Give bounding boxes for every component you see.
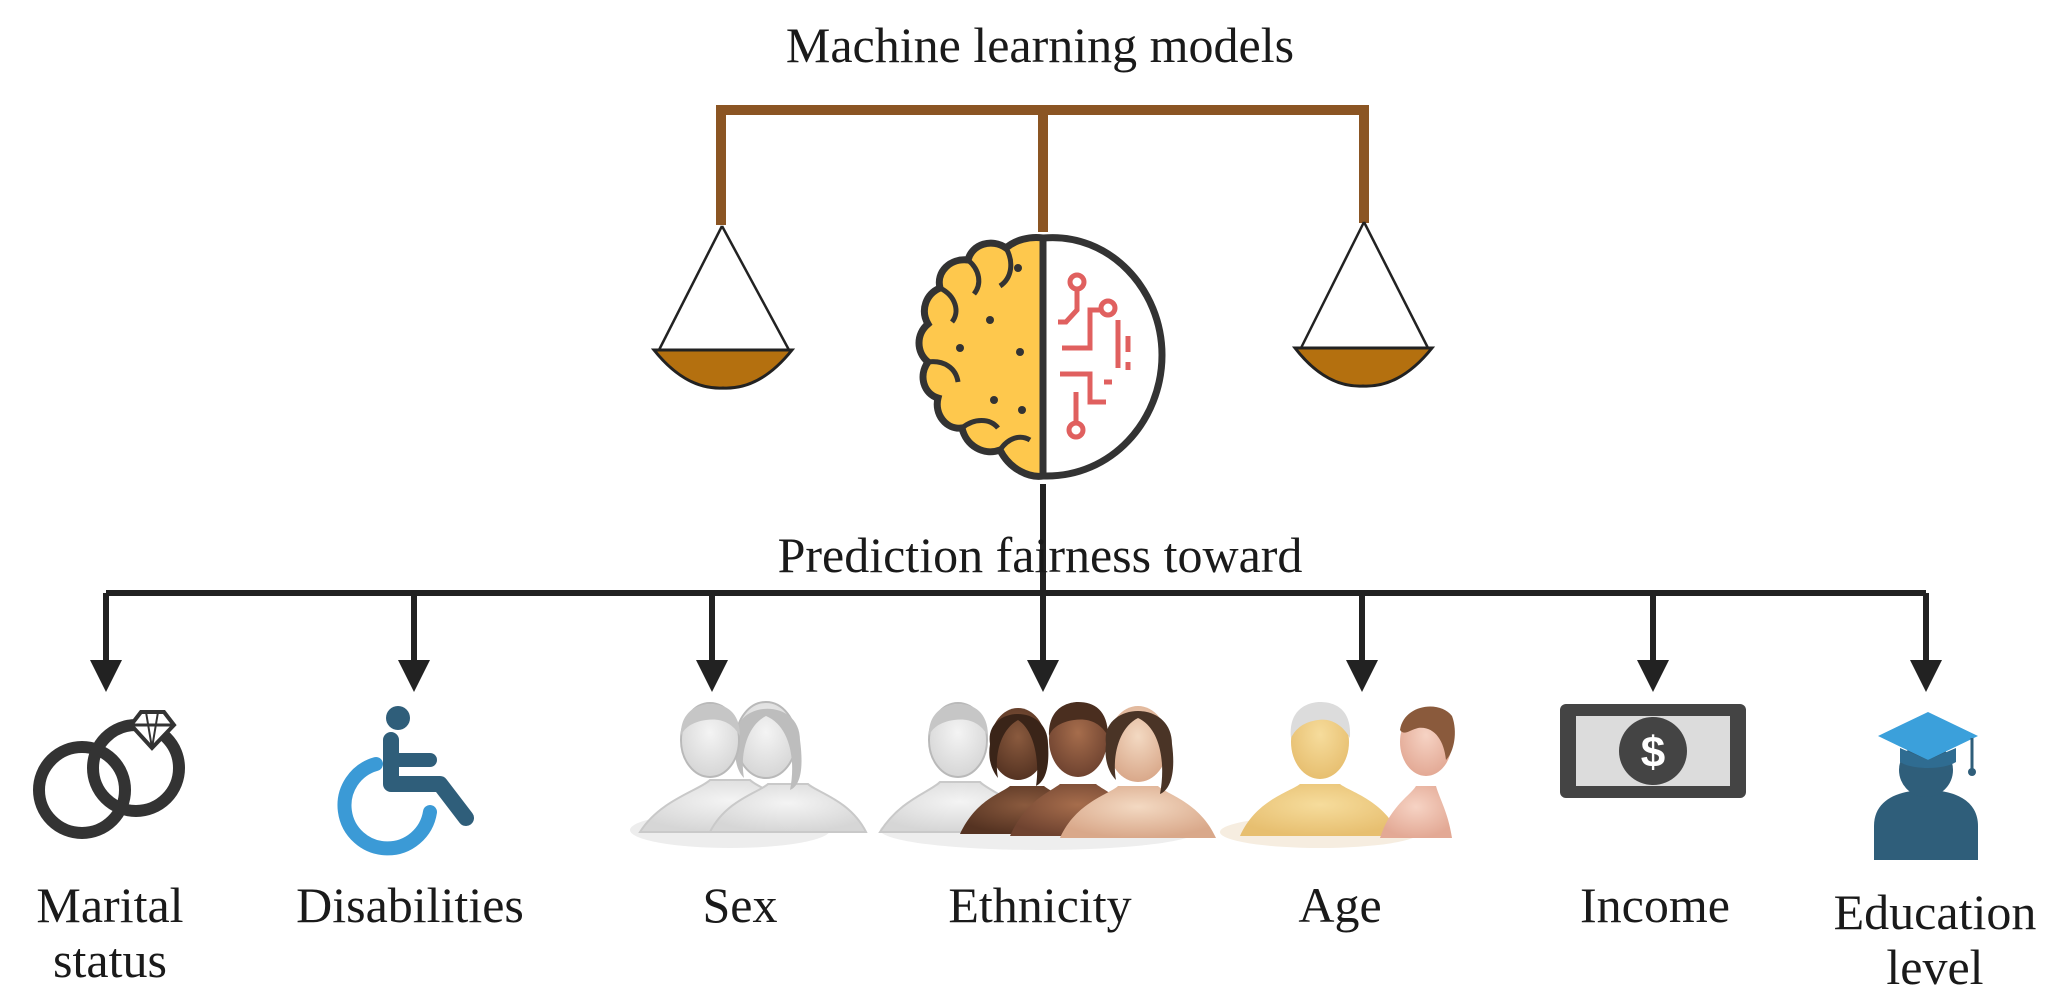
arrow-head-education: [1910, 660, 1942, 692]
wheelchair-icon: [337, 706, 474, 856]
arrow-head-ethnicity: [1027, 660, 1059, 692]
circuit-icon: [1058, 272, 1131, 440]
rings-icon: [33, 710, 185, 839]
label-sex: Sex: [702, 877, 778, 933]
svg-text:$: $: [1641, 728, 1665, 777]
diagram-subtitle: Prediction fairness toward: [777, 527, 1303, 583]
arrows: [90, 593, 1942, 692]
graduate-icon: [1874, 712, 1978, 860]
label-age: Age: [1298, 877, 1382, 933]
label-education-level: Education level: [1833, 884, 2037, 995]
arrow-head-sex: [696, 660, 728, 692]
arrow-head-income: [1637, 660, 1669, 692]
group-faces-icon: [878, 702, 1216, 850]
label-ethnicity: Ethnicity: [948, 877, 1132, 933]
arrow-head-disabilities: [398, 660, 430, 692]
arrow-head-marital: [90, 660, 122, 692]
arrow-head-age: [1346, 660, 1378, 692]
two-faces-icon: [630, 701, 868, 848]
old-young-faces-icon: [1220, 702, 1455, 848]
label-disabilities: Disabilities: [296, 877, 524, 933]
right-pan-icon: [1291, 221, 1436, 388]
balance-scale-icon: [650, 105, 1436, 390]
diagram-title: Machine learning models: [785, 17, 1295, 73]
label-marital-status: Marital status: [36, 877, 184, 988]
left-pan-icon: [650, 225, 796, 390]
banknote-icon: $: [1560, 704, 1746, 798]
label-income: Income: [1580, 877, 1730, 933]
brain-icon: [915, 234, 1166, 480]
connector-lines: [106, 484, 1926, 680]
